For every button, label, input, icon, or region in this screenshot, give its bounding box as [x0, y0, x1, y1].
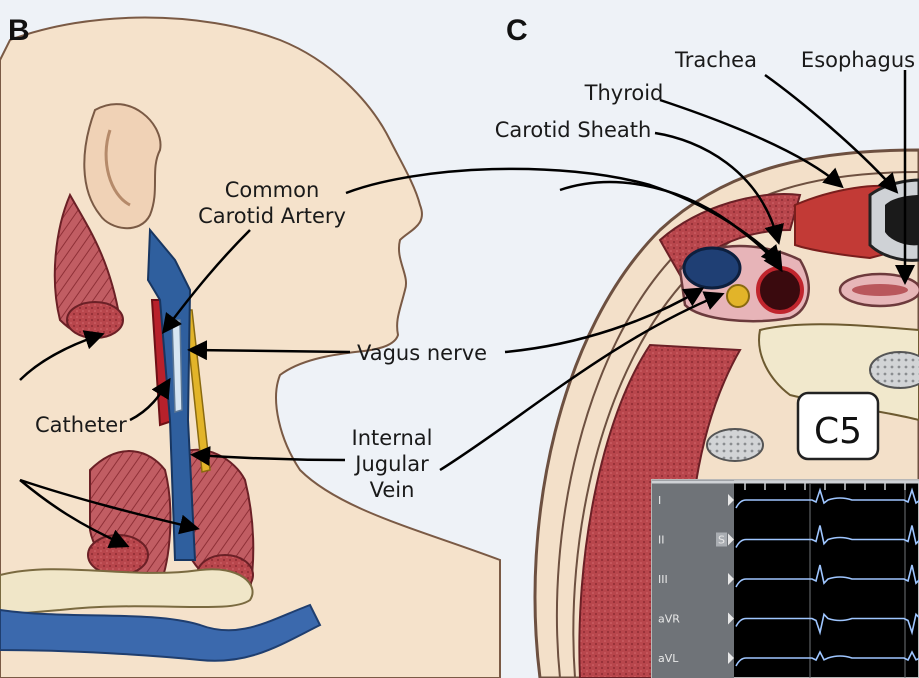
ecg-marker: S [718, 534, 725, 547]
esophagus-label: Esophagus [801, 48, 915, 72]
trachea-label: Trachea [674, 48, 757, 72]
panel-b: B Common Carotid Artery Vagus nerve Cath… [0, 0, 520, 678]
ecg-lead-label: I [658, 494, 661, 507]
panel-label-c: C [506, 14, 528, 47]
cca-label-line2: Carotid Artery [198, 204, 346, 228]
catheter-label: Catheter [35, 413, 127, 437]
ecg-lead-label: III [658, 573, 668, 586]
c5-label: C5 [814, 411, 862, 452]
ijv-label-line3: Vein [370, 478, 415, 502]
vagus-label: Vagus nerve [357, 341, 487, 365]
vagus-cross [727, 285, 749, 307]
ecg-lead-label: aVL [658, 652, 679, 665]
carotid-sheath-label: Carotid Sheath [495, 118, 652, 142]
ijv-cross [684, 248, 740, 288]
thyroid-label: Thyroid [584, 81, 664, 105]
ijv-label-line2: Jugular [353, 452, 429, 476]
ecg-lead-label: aVR [658, 613, 680, 626]
ear [84, 104, 160, 228]
ecg-lead-label: II [658, 534, 665, 547]
carotid-cross [758, 268, 802, 312]
panel-label-b: B [8, 14, 30, 47]
ijv-label-line1: Internal [352, 426, 433, 450]
cca-label-line1: Common [225, 178, 320, 202]
